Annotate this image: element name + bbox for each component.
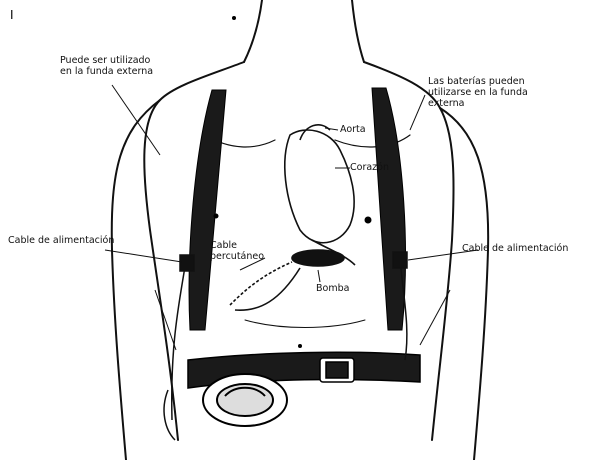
- label-pump: Bomba: [316, 283, 349, 294]
- label-cable-right: Cable de alimentación: [462, 243, 568, 254]
- left-arm-outline: [112, 100, 160, 460]
- shoulder-harness: [189, 88, 405, 330]
- neck-outline: [244, 0, 262, 62]
- corner-mark: I: [10, 8, 14, 22]
- label-cable-left: Cable de alimentación: [8, 235, 114, 246]
- label-heart: Corazón: [350, 162, 389, 173]
- label-percutaneous-cable: Cable percutáneo: [210, 240, 264, 262]
- label-batteries-right: Las baterías pueden utilizarse en la fun…: [428, 76, 528, 109]
- label-aorta: Aorta: [340, 124, 366, 135]
- label-holster-left: Puede ser utilizado en la funda externa: [60, 55, 153, 77]
- controller: [203, 374, 287, 426]
